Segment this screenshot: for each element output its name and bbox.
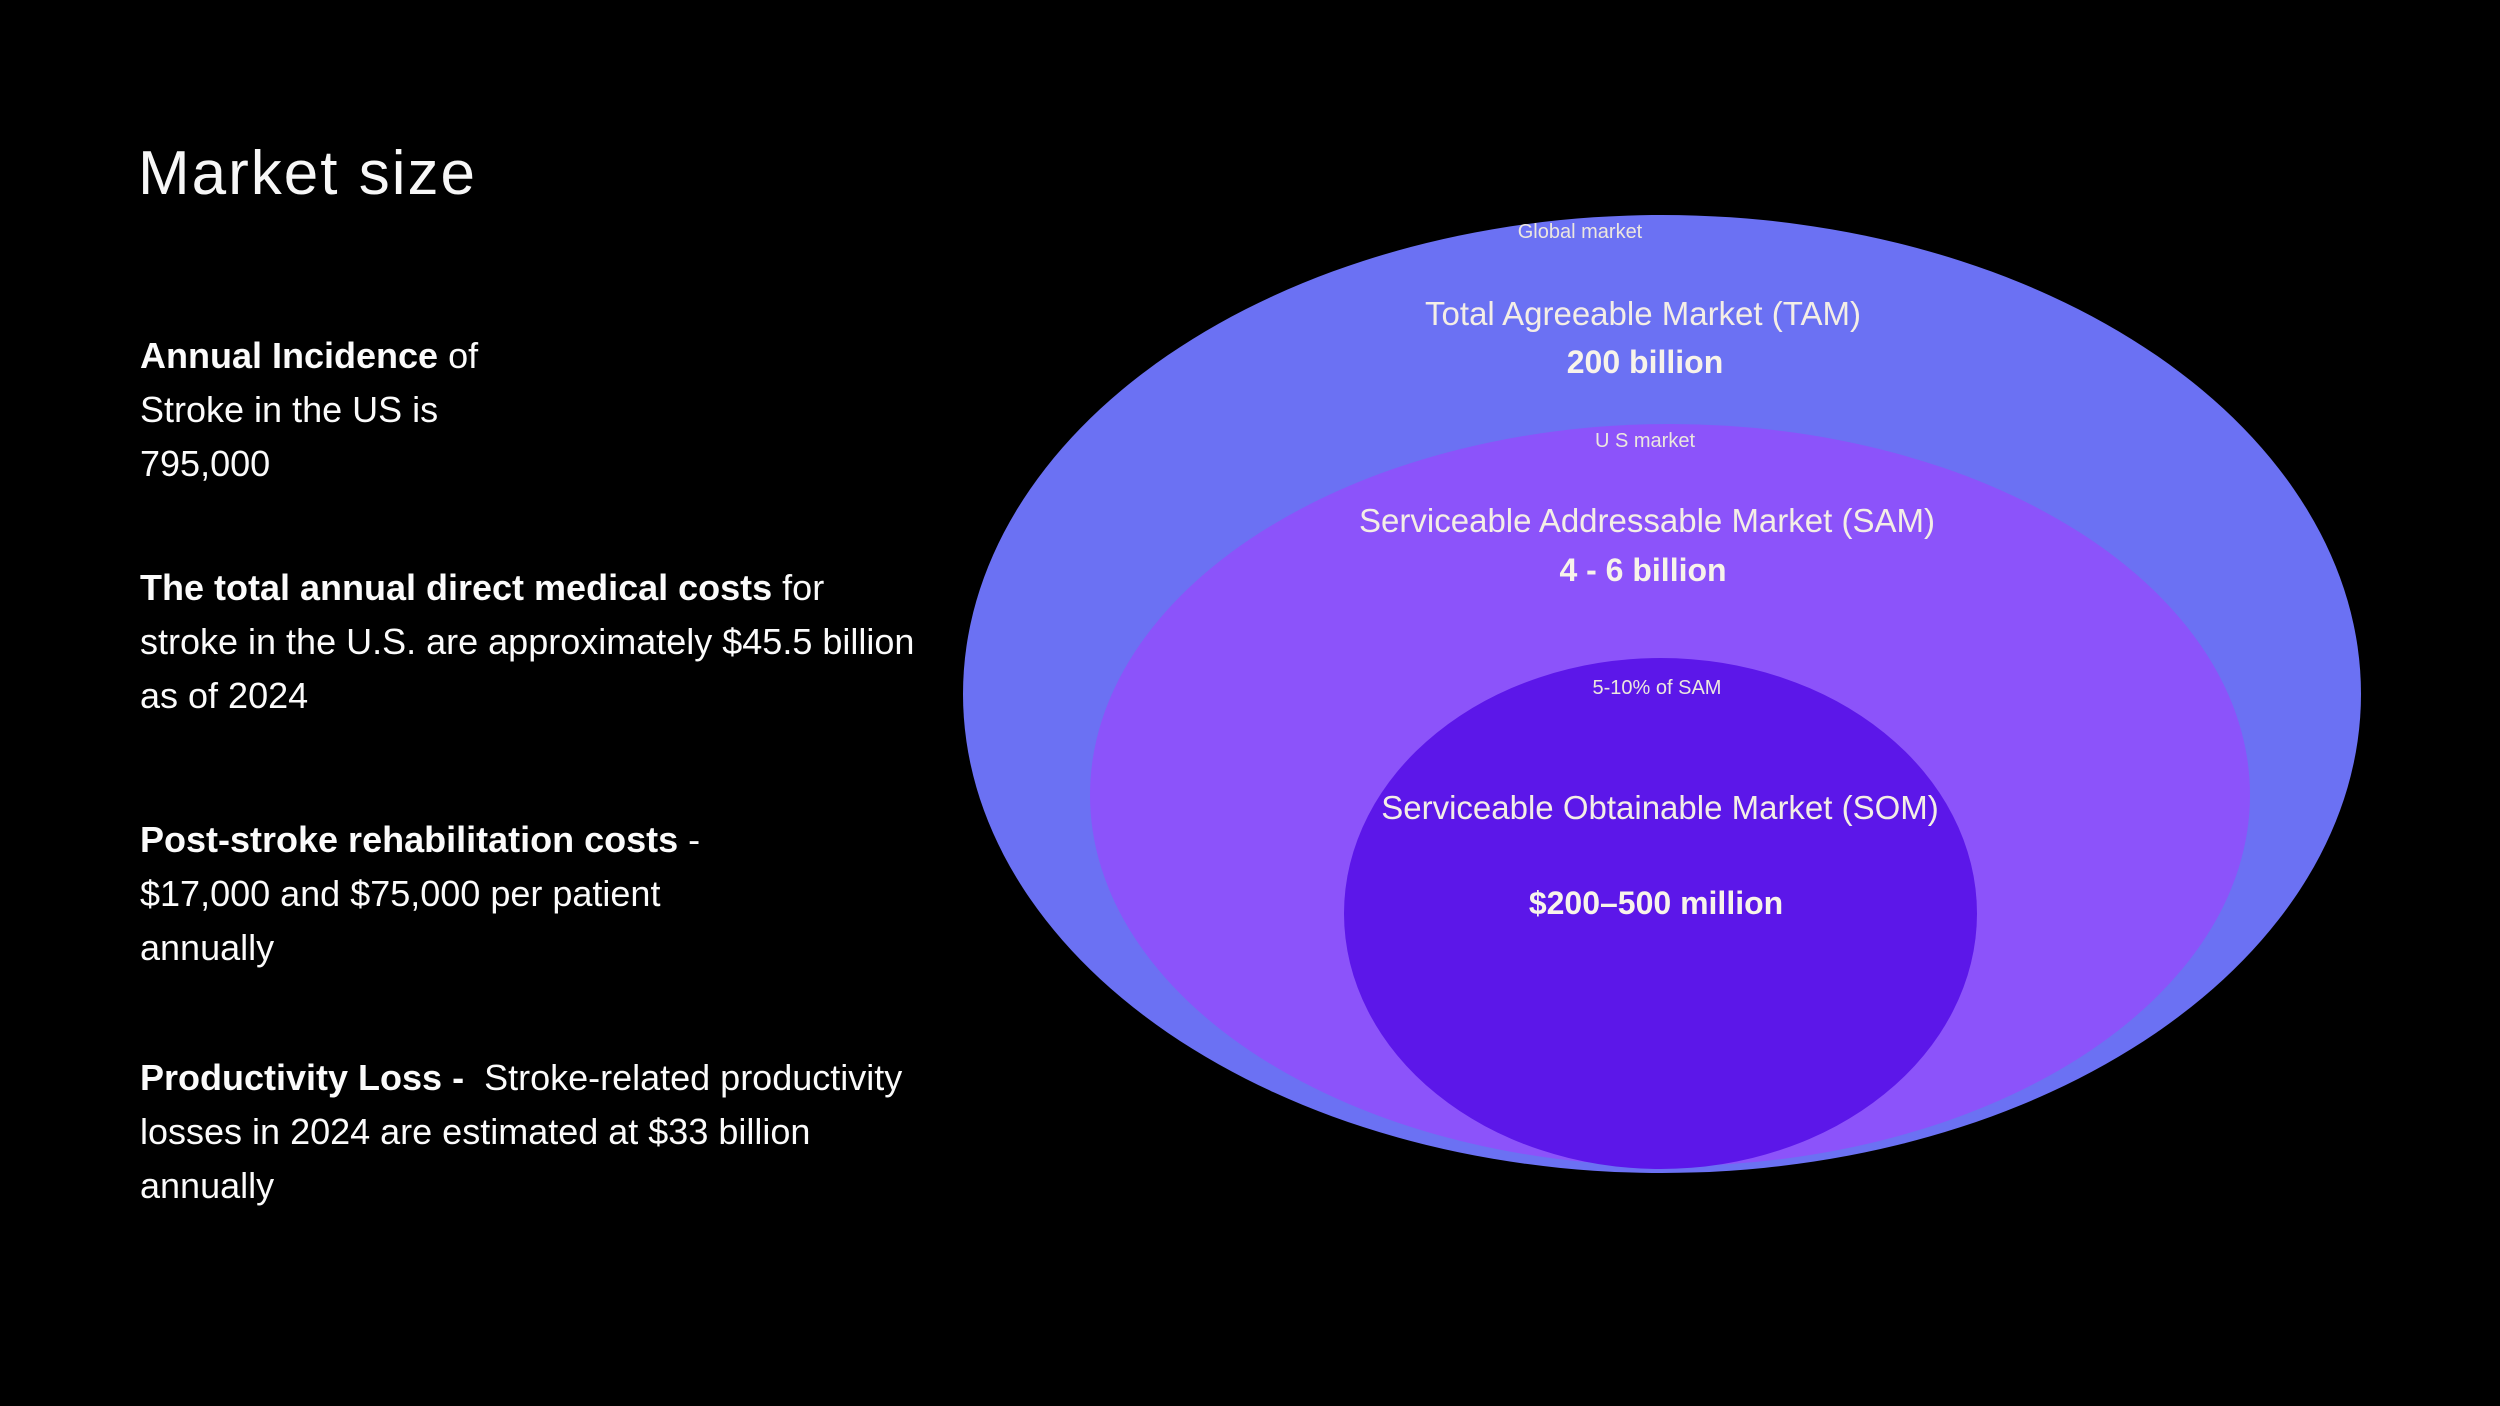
bullet-annual-incidence: Annual Incidence of Stroke in the US is … (140, 329, 570, 491)
sam-name-label: Serviceable Addressable Market (SAM) (1359, 502, 1935, 539)
som-ellipse (1344, 658, 1977, 1169)
bullet-rest-text: Stroke-related productivity losses in 20… (140, 1057, 913, 1206)
tam-value-label: 200 billion (1566, 344, 1724, 380)
bullet-rest-text: of Stroke in the US is 795,000 (140, 335, 489, 484)
page-title: Market size (138, 139, 477, 208)
tam-name-label: Total Agreeable Market (TAM) (1425, 295, 1861, 332)
bullet-bold-text: Post-stroke rehabilitation costs (140, 819, 679, 860)
bullet-bold-text: Annual Incidence (140, 335, 439, 376)
som-name-label: Serviceable Obtainable Market (SOM) (1381, 789, 1939, 826)
sam-value-label: 4 - 6 billion (1559, 552, 1727, 588)
bullet-productivity-loss: Productivity Loss - Stroke-related produ… (140, 1051, 940, 1213)
bullet-rest-text: for stroke in the U.S. are approximately… (140, 567, 925, 716)
bullet-bold-text: Productivity Loss - (140, 1057, 465, 1098)
sam-scope-label: U S market (1594, 430, 1696, 452)
bullet-rest-text: - $17,000 and $75,000 per patient annual… (140, 819, 711, 968)
som-scope-label: 5-10% of SAM (1592, 677, 1722, 699)
bullet-medical-costs: The total annual direct medical costs fo… (140, 561, 920, 723)
bullet-bold-text: The total annual direct medical costs (140, 567, 773, 608)
tam-scope-label: Global market (1517, 221, 1643, 243)
som-value-label: $200–500 million (1528, 885, 1784, 921)
bullet-rehabilitation-costs: Post-stroke rehabilitation costs - $17,0… (140, 813, 800, 975)
